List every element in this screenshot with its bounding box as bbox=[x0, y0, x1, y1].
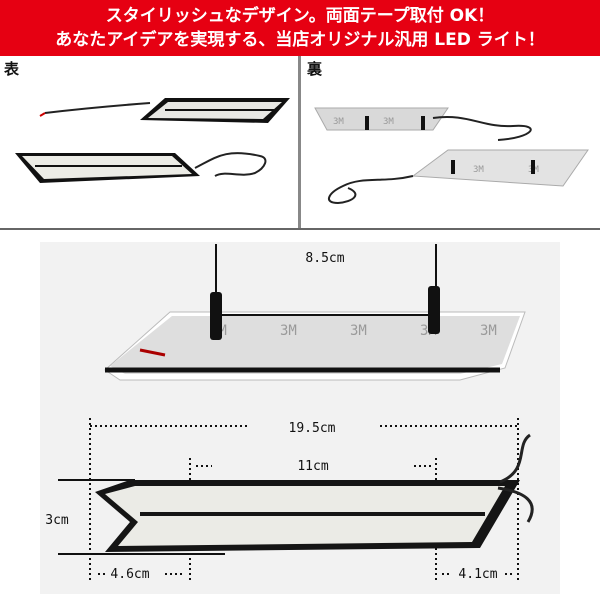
front-photo-panel: 表 bbox=[0, 58, 296, 226]
tape-mark: 3M bbox=[473, 165, 484, 175]
mounting-post bbox=[210, 292, 222, 340]
tape-mark: 3M bbox=[350, 323, 367, 339]
front-photo bbox=[15, 98, 290, 183]
banner-line-1: スタイリッシュなデザイン。両面テープ取付 OK！ bbox=[105, 6, 495, 26]
back-label: 裏 bbox=[307, 60, 323, 78]
promo-banner: スタイリッシュなデザイン。両面テープ取付 OK！ あなたアイデアを実現する、当店… bbox=[0, 0, 600, 56]
mounting-post bbox=[428, 286, 440, 334]
inner-length-label: 11cm bbox=[297, 459, 328, 474]
back-photo: 3M 3M 3M 3M bbox=[314, 107, 589, 205]
dimension-diagram: 3M 3M 3M 3M 3M 8.5cm 19.5cm 11cm 3cm bbox=[0, 230, 600, 600]
banner-line-2: あなたアイデアを実現する、当店オリジナル汎用 LED ライト！ bbox=[55, 30, 545, 50]
tape-surface bbox=[110, 316, 520, 374]
tape-mark: 3M bbox=[333, 117, 344, 127]
section-divider bbox=[0, 228, 600, 230]
post-spacing-label: 8.5cm bbox=[305, 251, 344, 266]
tape-mark: 3M bbox=[383, 117, 394, 127]
front-label: 表 bbox=[4, 60, 20, 78]
back-photo-panel: 裏 3M 3M 3M 3M bbox=[303, 58, 600, 226]
tape-mark: 3M bbox=[280, 323, 297, 339]
left-offset-label: 4.6cm bbox=[110, 567, 149, 582]
tape-mark: 3M bbox=[480, 323, 497, 339]
right-offset-label: 4.1cm bbox=[458, 567, 497, 582]
photo-divider bbox=[298, 56, 301, 228]
diagram-svg: 3M 3M 3M 3M 3M 8.5cm 19.5cm 11cm 3cm bbox=[40, 242, 560, 594]
height-label: 3cm bbox=[45, 513, 69, 528]
total-length-label: 19.5cm bbox=[289, 421, 336, 436]
